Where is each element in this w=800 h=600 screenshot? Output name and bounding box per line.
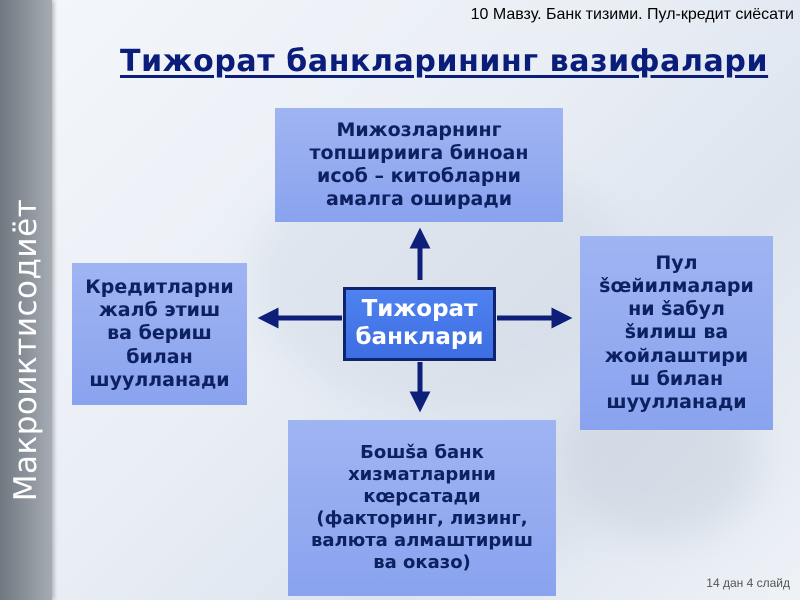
box-line: билан	[126, 345, 193, 368]
function-box-other-services: Бошšа банк хизматларини кœрсатади (факто…	[288, 420, 556, 596]
center-line: банклари	[355, 324, 484, 350]
box-line: ш билан	[629, 367, 724, 390]
box-line: жалб этиш	[98, 299, 221, 322]
page-title: Тижорат банкларининг вазифалари	[120, 44, 769, 79]
box-line: ва оказо)	[373, 551, 471, 573]
box-line: ни šабул	[628, 298, 725, 321]
box-line: Кредитларни	[85, 276, 234, 299]
slide-counter: 14 дан 4 слайд	[706, 576, 790, 590]
box-line: (факторинг, лизинг,	[316, 508, 528, 529]
box-line: шуулланади	[89, 368, 230, 391]
topic-header: 10 Мавзу. Банк тизими. Пул-кредит сиёсат…	[470, 6, 794, 23]
box-line: шуулланади	[606, 390, 747, 413]
box-line: ва бериш	[107, 322, 212, 345]
box-line: šилиш ва	[624, 321, 729, 344]
box-line: исоб – китобларни	[317, 165, 521, 187]
box-line: šœйилмалари	[599, 275, 754, 298]
function-box-credits: Кредитларни жалб этиш ва бериш билан шуу…	[72, 263, 247, 405]
center-line: Тижорат	[361, 296, 478, 323]
box-line: валюта алмаштириш	[310, 529, 534, 551]
box-line: амалга оширади	[325, 188, 513, 211]
box-line: кœрсатади	[363, 486, 481, 508]
box-line: жойлаштири	[604, 344, 749, 367]
box-line: Мижозларнинг	[336, 118, 502, 141]
box-line: Бошšа банк	[360, 442, 484, 464]
function-box-settlements: Мижозларнинг топшириига биноан исоб – ки…	[275, 108, 563, 222]
center-node-commercial-banks: Тижорат банклари	[343, 287, 496, 361]
function-box-deposits: Пул šœйилмалари ни šабул šилиш ва жойлаш…	[580, 236, 773, 430]
box-line: хизматларини	[348, 464, 496, 486]
box-line: топшириига биноан	[309, 141, 529, 164]
box-line: Пул	[655, 251, 698, 274]
side-bar: Макроиктисодиёт	[0, 0, 52, 600]
